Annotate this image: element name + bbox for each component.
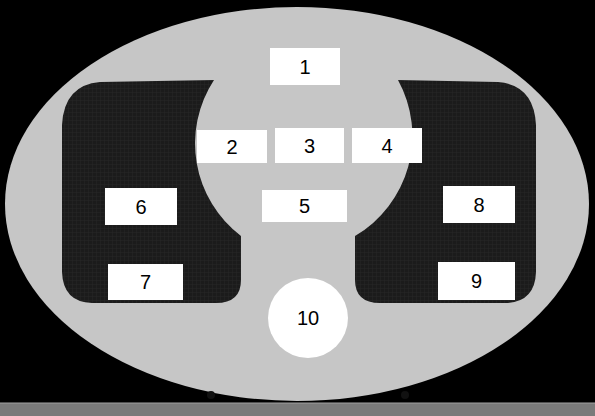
roi-number: 7	[140, 271, 151, 293]
roi-number: 9	[471, 270, 482, 292]
roi-box: 6	[105, 188, 177, 225]
roi-box: 4	[352, 128, 422, 163]
table-marker	[207, 391, 215, 399]
left-lung	[62, 80, 241, 303]
roi-number: 1	[299, 56, 310, 78]
table-edge	[0, 403, 595, 404]
roi-number: 10	[297, 307, 319, 329]
ct-table	[0, 403, 595, 416]
roi-box: 2	[197, 130, 267, 163]
roi-box: 3	[275, 128, 344, 163]
roi-box: 7	[108, 264, 183, 300]
roi-number: 4	[381, 135, 392, 157]
roi-box: 1	[270, 48, 340, 85]
roi-number: 3	[304, 135, 315, 157]
bone-insert-roi: 10	[268, 278, 348, 358]
table-marker	[401, 391, 409, 399]
roi-number: 2	[226, 136, 237, 158]
right-lung	[355, 80, 536, 303]
circle-fill	[268, 278, 348, 358]
roi-box: 5	[262, 190, 347, 222]
roi-number: 5	[299, 195, 310, 217]
roi-box: 8	[443, 186, 515, 223]
roi-box: 9	[438, 262, 515, 300]
roi-number: 8	[473, 194, 484, 216]
roi-number: 6	[135, 196, 146, 218]
phantom-body	[5, 7, 589, 401]
